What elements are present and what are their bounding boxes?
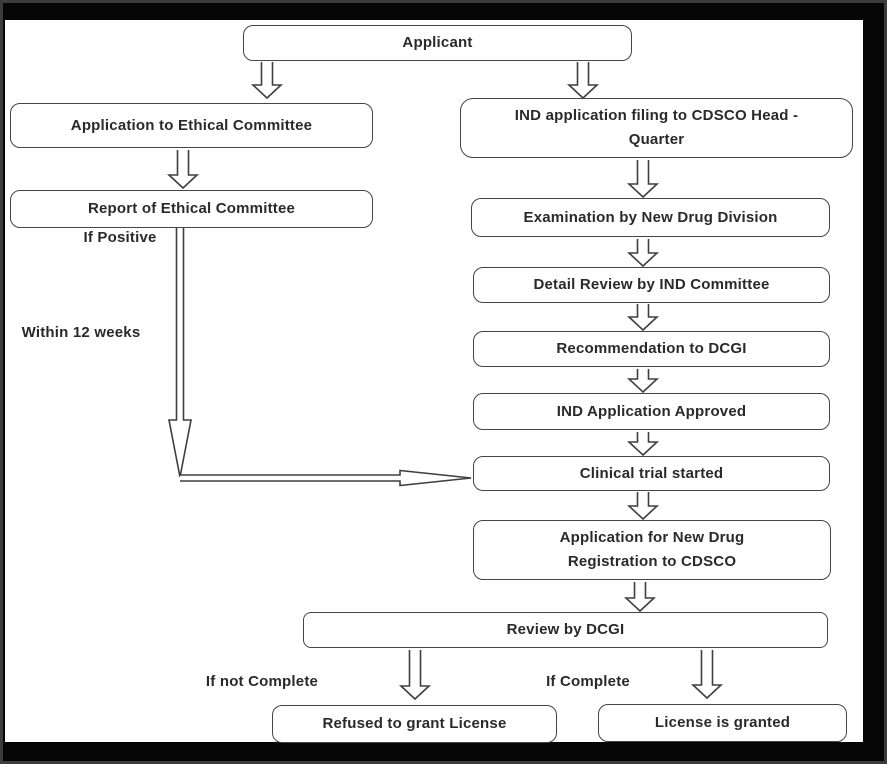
node-refused-to-grant-license: Refused to grant License bbox=[272, 705, 557, 743]
node-ind-application-approved: IND Application Approved bbox=[473, 393, 830, 430]
node-clinical-trial-started: Clinical trial started bbox=[473, 456, 830, 491]
edge-label-if-positive: If Positive bbox=[83, 229, 157, 246]
node-recommendation-to-dcgi: Recommendation to DCGI bbox=[473, 331, 830, 367]
edge-label-if-not-complete: If not Complete bbox=[205, 673, 319, 690]
edge-label-if-complete: If Complete bbox=[546, 673, 630, 690]
edge-label-within-12-weeks: Within 12 weeks bbox=[21, 324, 141, 341]
node-application-to-ethical-committee: Application to Ethical Committee bbox=[10, 103, 373, 148]
node-review-by-dcgi: Review by DCGI bbox=[303, 612, 828, 648]
node-license-is-granted: License is granted bbox=[598, 704, 847, 742]
node-applicant: Applicant bbox=[243, 25, 632, 61]
node-detail-review-ind-committee: Detail Review by IND Committee bbox=[473, 267, 830, 303]
node-application-new-drug-registration: Application for New Drug Registration to… bbox=[473, 520, 831, 580]
node-ind-application-filing: IND application filing to CDSCO Head - Q… bbox=[460, 98, 853, 158]
node-examination-new-drug-division: Examination by New Drug Division bbox=[471, 198, 830, 237]
node-report-of-ethical-committee: Report of Ethical Committee bbox=[10, 190, 373, 228]
